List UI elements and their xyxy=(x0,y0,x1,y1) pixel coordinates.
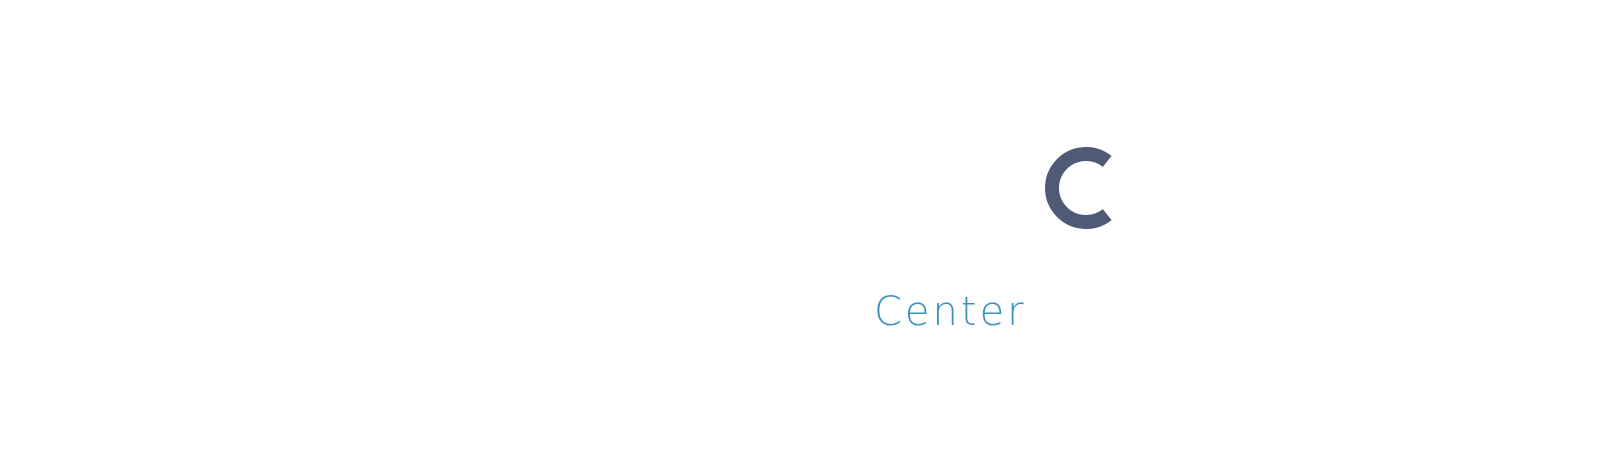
c-letter-mark-icon xyxy=(1040,146,1114,230)
logo-wordmark: Center xyxy=(874,289,1027,335)
